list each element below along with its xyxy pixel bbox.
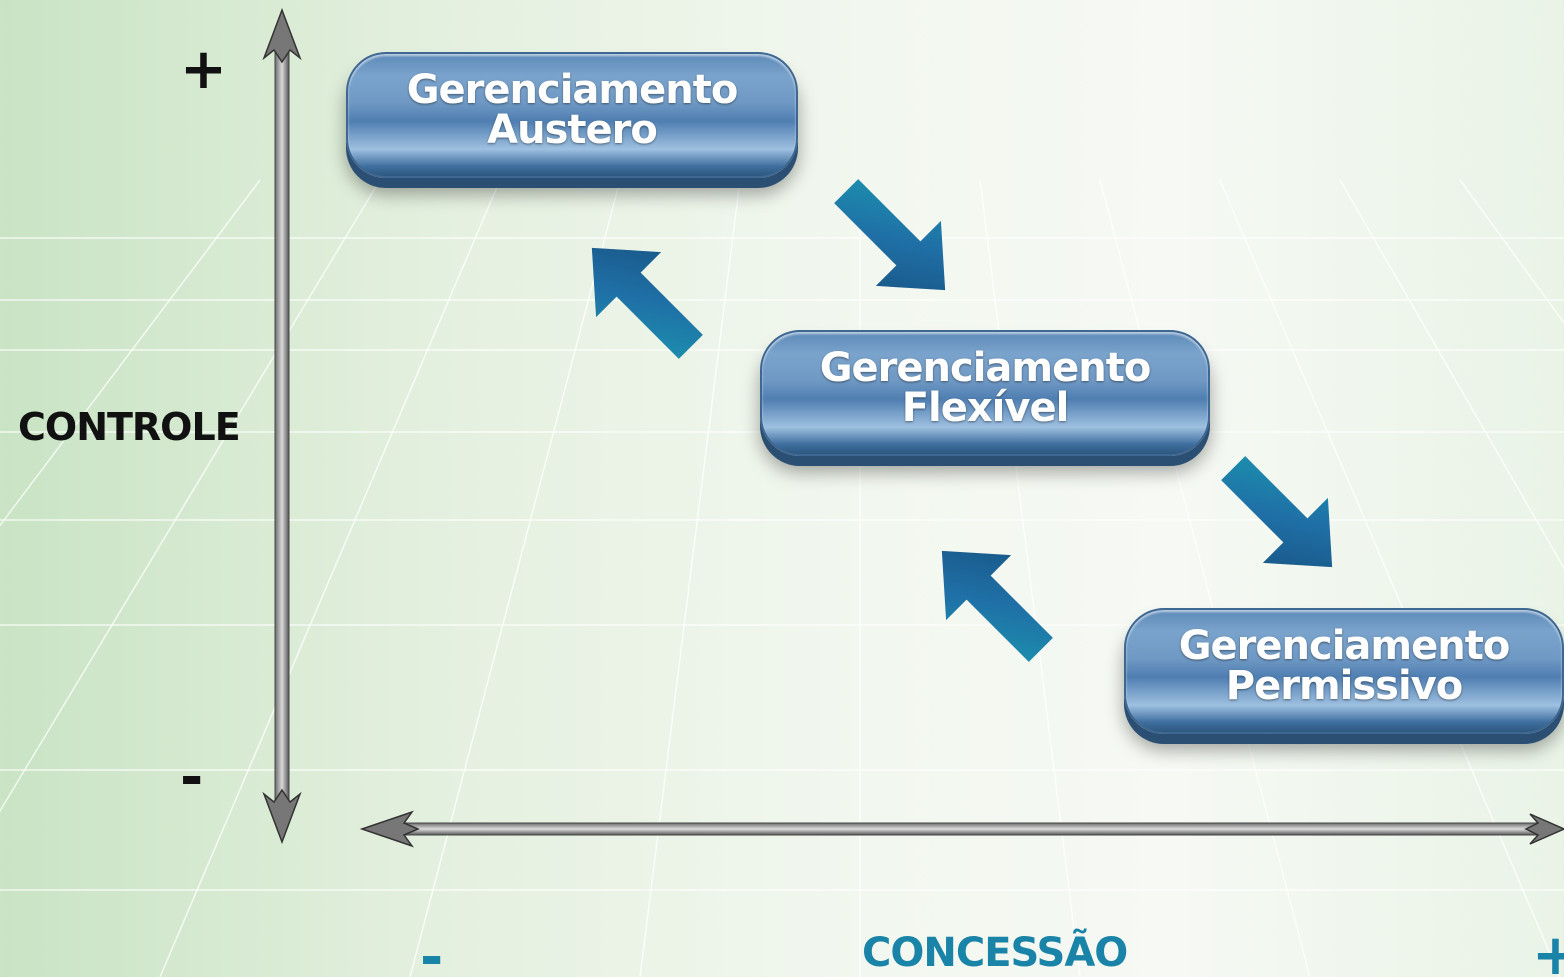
x-axis-minus-label: - (420, 925, 444, 977)
y-axis-plus-label: + (180, 37, 227, 102)
x-axis (359, 810, 1564, 848)
box-gerenciamento-austero: Gerenciamento Austero (346, 52, 798, 178)
arrow-up-left-icon (591, 247, 703, 359)
box-gerenciamento-permissivo: Gerenciamento Permissivo (1124, 608, 1564, 734)
box-title-line1: Gerenciamento (1178, 623, 1511, 669)
perspective-grid (0, 179, 1564, 977)
box-title-line1: Gerenciamento (406, 67, 739, 113)
arrow-up-left-icon (941, 550, 1053, 662)
box-title-line1: Gerenciamento (819, 345, 1152, 391)
x-axis-title: CONCESSÃO (862, 930, 1128, 976)
arrow-down-right-icon (834, 179, 946, 291)
box-title-line2: Permissivo (1225, 663, 1463, 709)
y-axis (262, 7, 302, 845)
y-axis-minus-label: - (180, 745, 204, 810)
box-title-line2: Flexível (901, 385, 1070, 431)
y-axis-title: CONTROLE (18, 405, 241, 449)
box-title-line2: Austero (487, 107, 658, 153)
arrow-down-right-icon (1221, 456, 1333, 568)
x-axis-plus-label: + (1532, 923, 1564, 977)
box-gerenciamento-flexivel: Gerenciamento Flexível (760, 330, 1210, 456)
